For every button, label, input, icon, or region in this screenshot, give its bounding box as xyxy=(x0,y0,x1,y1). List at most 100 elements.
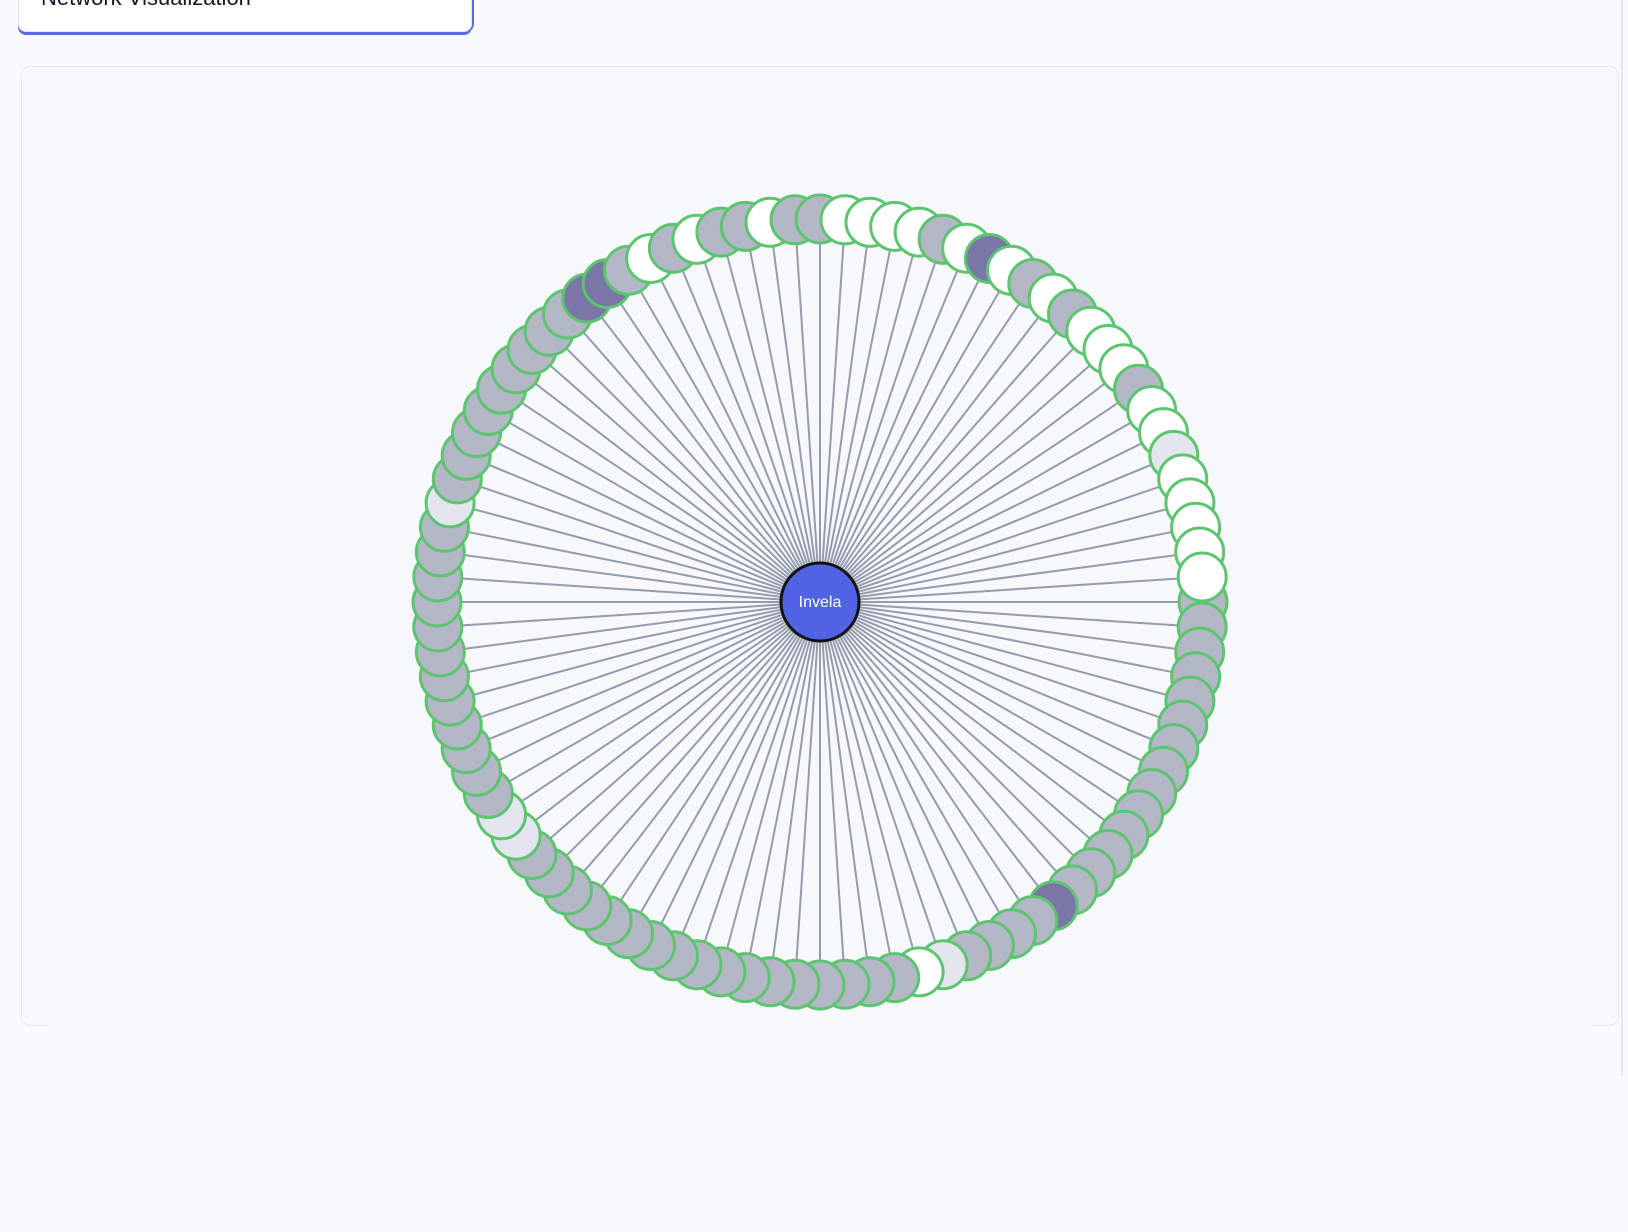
center-layer: Invela xyxy=(779,561,861,643)
network-edge xyxy=(819,231,921,603)
network-edge xyxy=(437,601,821,628)
network-edge xyxy=(819,477,1184,603)
network-edge xyxy=(769,601,821,982)
network-edge xyxy=(476,431,821,603)
network-edge xyxy=(449,601,821,703)
network-edge xyxy=(649,601,821,946)
network-edge xyxy=(531,601,821,856)
network-edge xyxy=(819,238,945,603)
network-edge xyxy=(695,601,821,966)
network-edge xyxy=(456,477,821,603)
network-edge xyxy=(819,501,1191,603)
network-edge xyxy=(515,601,821,836)
network-node[interactable] xyxy=(1176,551,1228,603)
network-edge xyxy=(819,601,1140,816)
network-edge xyxy=(531,348,821,603)
network-edge xyxy=(819,551,1200,603)
network-edge xyxy=(649,258,821,603)
network-edge xyxy=(819,222,871,603)
view-title-card: Network Visualization xyxy=(18,0,472,32)
network-edge xyxy=(487,601,821,795)
edge-layer xyxy=(437,219,1203,985)
network-edge xyxy=(465,454,821,603)
network-edge xyxy=(819,601,921,973)
network-edge xyxy=(819,431,1164,603)
network-edge xyxy=(819,601,1074,891)
network-edge xyxy=(444,601,821,678)
network-edge xyxy=(744,601,821,978)
network-edge xyxy=(819,454,1175,603)
network-edge xyxy=(819,368,1125,603)
network-edge xyxy=(627,269,821,603)
network-edge xyxy=(819,330,1092,603)
network-edge xyxy=(515,368,821,603)
network-edge xyxy=(819,601,1092,874)
network-edge xyxy=(794,219,821,603)
network-edge xyxy=(819,601,896,978)
network-edge xyxy=(819,601,945,966)
network-edge xyxy=(606,282,821,603)
network-edge xyxy=(444,526,821,603)
network-edge xyxy=(500,601,821,816)
network-edge xyxy=(566,313,821,603)
network-edge xyxy=(819,601,1034,922)
network-edge xyxy=(719,601,821,973)
network-edge xyxy=(819,601,1203,628)
network-edge xyxy=(586,601,821,907)
network-edge xyxy=(819,247,968,603)
network-edge xyxy=(500,388,821,603)
network-edge xyxy=(819,219,846,603)
network-edge xyxy=(440,551,821,603)
network-edge xyxy=(819,601,1125,836)
network-edge xyxy=(819,388,1140,603)
network-edge xyxy=(449,501,821,603)
network-edge xyxy=(819,226,896,603)
center-node[interactable] xyxy=(779,561,861,643)
network-edge xyxy=(819,269,1013,603)
network-edge xyxy=(819,601,1153,795)
center-node-label: Invela xyxy=(799,594,842,611)
network-edge xyxy=(456,601,821,727)
view-title: Network Visualization xyxy=(41,0,251,11)
network-edge xyxy=(819,601,1184,727)
network-edge xyxy=(794,601,821,985)
network-edge xyxy=(819,601,1175,750)
network-edge xyxy=(819,576,1203,603)
network-edge xyxy=(465,601,821,750)
network-edge xyxy=(819,601,871,982)
network-edge xyxy=(819,601,1200,653)
network-edge xyxy=(476,601,821,773)
network-edge xyxy=(672,601,821,957)
network-edge xyxy=(487,409,821,603)
network-edge xyxy=(548,601,821,874)
network-edge xyxy=(719,231,821,603)
network-edge xyxy=(440,601,821,653)
network-edge xyxy=(819,601,991,946)
network-edge xyxy=(695,238,821,603)
network-edge xyxy=(548,330,821,603)
network-edge xyxy=(769,222,821,603)
network-edge xyxy=(672,247,821,603)
network-edge xyxy=(819,348,1109,603)
network-edge xyxy=(586,297,821,603)
node-layer xyxy=(411,193,1229,1011)
network-edge xyxy=(819,601,1013,935)
network-edge xyxy=(819,601,1164,773)
network-edge xyxy=(819,297,1054,603)
network-edge xyxy=(819,526,1196,603)
network-edge xyxy=(819,601,1196,678)
network-edge xyxy=(819,601,1054,907)
network-edge xyxy=(437,576,821,603)
network-edge xyxy=(819,313,1074,603)
network-edge xyxy=(819,282,1034,603)
network-edge xyxy=(627,601,821,935)
network-edge xyxy=(819,409,1153,603)
network-edge xyxy=(819,601,846,985)
scrollbar-track[interactable] xyxy=(1621,0,1623,1076)
network-edge xyxy=(819,601,1109,856)
network-edge xyxy=(819,258,991,603)
network-edge xyxy=(566,601,821,891)
network-edge xyxy=(606,601,821,922)
network-edge xyxy=(819,601,1191,703)
